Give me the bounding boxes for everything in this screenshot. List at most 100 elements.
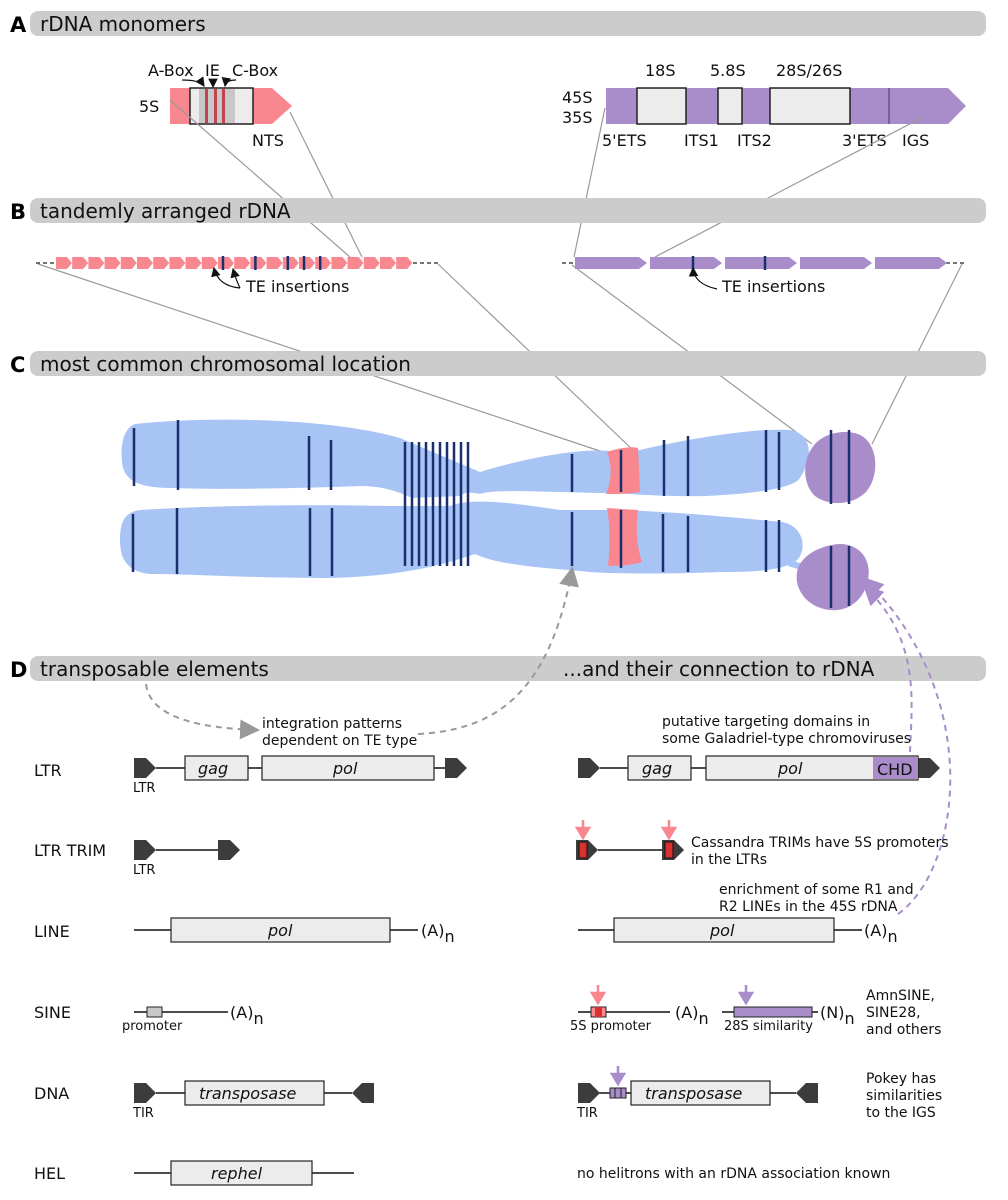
- 5s-label: 5S: [139, 97, 159, 116]
- line-polya-r: (A)n: [864, 921, 898, 946]
- 5s-repeat-unit: [234, 257, 251, 269]
- tir-right-r: [796, 1083, 818, 1103]
- tir-left-r: [578, 1083, 600, 1103]
- pol-label-r: pol: [777, 759, 803, 778]
- 5s-repeat-unit: [104, 257, 121, 269]
- dna-note-line3: to the IGS: [866, 1105, 936, 1121]
- integration-note-line1: integration patterns: [262, 716, 402, 732]
- sine-polya: (A)n: [230, 1003, 264, 1028]
- tir-left: [134, 1083, 156, 1103]
- 5s-locus-upper: [606, 447, 640, 494]
- panel-b-header-bar: [30, 198, 986, 223]
- dna-note-line2: similarities: [866, 1088, 942, 1104]
- 5-8s-box: [717, 87, 743, 125]
- 45s-label: 45S: [562, 88, 593, 107]
- sine-polya-r: (A)n: [675, 1003, 709, 1028]
- pink-arrow-sine: [589, 985, 607, 1006]
- chd-domain-box: [873, 757, 918, 779]
- sine-5s-promoter-core: [595, 1007, 602, 1017]
- 45s-array: [562, 256, 964, 270]
- te-pointer-5s-b: [230, 267, 241, 289]
- 5-ets-label: 5'ETS: [602, 131, 647, 150]
- 5s-repeat-unit: [201, 257, 218, 269]
- 5s-repeat-unit: [380, 257, 396, 269]
- line-pol-box-r: [613, 917, 835, 943]
- ltr-right-arrow-r: [918, 758, 940, 778]
- igs-similarity-box: [609, 1087, 627, 1099]
- 5s-repeat-unit: [250, 257, 267, 269]
- te-pointer-5s-a: [211, 266, 241, 289]
- 45s-repeat-unit: [800, 257, 872, 269]
- ltr-left-arrow-r: [578, 758, 600, 778]
- row-line: LINE pol (A)n pol (A)n enrichment of som…: [34, 882, 914, 946]
- monomer-45s: 45S 35S 18S 5.8S 28S/26S 5'ETS ITS1 ITS2…: [562, 61, 966, 150]
- 5s-repeat-unit: [396, 257, 413, 269]
- hel-row-label: HEL: [34, 1164, 65, 1183]
- sine-note-line2: SINE28,: [866, 1005, 921, 1021]
- transposase-box-r: [630, 1080, 771, 1106]
- 5s-repeat-unit: [88, 257, 105, 269]
- panel-c-title: most common chromosomal location: [40, 352, 411, 376]
- 5s-repeat-unit: [120, 257, 137, 269]
- 5s-repeat-unit: [169, 257, 186, 269]
- panel-c-header-bar: [30, 351, 986, 376]
- panel-d-header-bar: [30, 656, 986, 681]
- c-box-pointer: [221, 76, 237, 88]
- ltr-annot: LTR: [133, 781, 155, 796]
- te-insertions-label-5s: TE insertions: [245, 277, 349, 296]
- 5-8s-label: 5.8S: [710, 61, 746, 80]
- pink-arrow-trim-right: [660, 820, 678, 841]
- ltr-right-arrow: [445, 758, 467, 778]
- 45s-repeat-unit: [575, 257, 647, 269]
- 5s-repeat-unit: [137, 257, 153, 269]
- row-sine: SINE promoter (A)n 5S promoter (A)n 28S …: [34, 985, 941, 1038]
- trim-row-label: LTR TRIM: [34, 841, 106, 860]
- ie-label: IE: [205, 61, 220, 80]
- chd-arrow-to-nor: [863, 585, 913, 753]
- 5s-repeat-unit: [363, 257, 380, 269]
- sine-promoter-box: [146, 1006, 163, 1018]
- line-row-label: LINE: [34, 922, 70, 941]
- 18s-box: [636, 87, 687, 125]
- line-pol-label: pol: [267, 921, 293, 940]
- ltr-note-line2: some Galadriel-type chromoviruses: [662, 731, 911, 747]
- tir-annot-r: TIR: [576, 1106, 598, 1121]
- panel-c: C most common chromosomal location: [10, 351, 986, 611]
- pink-arrow-trim-left: [574, 820, 592, 841]
- transposase-box: [184, 1080, 325, 1106]
- row-ltr: LTR gag pol LTR gag pol CHD putative tar…: [34, 714, 940, 796]
- gag-box: [184, 755, 249, 781]
- monomer-5s: 5S A-Box IE C-Box NTS: [139, 61, 292, 150]
- panel-a-letter: A: [10, 13, 27, 37]
- 5s-repeat-unit: [72, 257, 89, 269]
- 5s-repeat-unit: [299, 257, 315, 269]
- line-pol-label-r: pol: [709, 921, 735, 940]
- integration-note-line2: dependent on TE type: [262, 733, 417, 749]
- 5s-locus-lower: [607, 508, 642, 566]
- sine-5s-promoter-label: 5S promoter: [570, 1019, 652, 1034]
- integration-arrow-to-chromosome: [417, 566, 579, 735]
- its1-label: ITS1: [684, 131, 719, 150]
- 5s-promoter-right: [664, 841, 674, 859]
- sine-note-line3: and others: [866, 1022, 941, 1038]
- nor-satellite-upper: [805, 432, 876, 504]
- ie-mark: [214, 89, 217, 123]
- c-box-mark: [222, 89, 225, 123]
- chromatid-upper: [121, 419, 809, 498]
- trim-note-line2: in the LTRs: [691, 852, 767, 868]
- panel-b-letter: B: [10, 200, 26, 224]
- line-polya: (A)n: [421, 921, 455, 946]
- panel-a: A rDNA monomers 5S A-Box IE C-Box NTS: [10, 11, 986, 150]
- 5s-promoter-left: [578, 841, 588, 859]
- trim-left-ltr: [134, 840, 156, 860]
- 5s-repeat-unit: [153, 257, 170, 269]
- sine-28s-similarity-label: 28S similarity: [724, 1019, 813, 1034]
- trim-right-ltr: [218, 840, 240, 860]
- panel-d-title-left: transposable elements: [40, 657, 269, 681]
- trim-note-line1: Cassandra TRIMs have 5S promoters: [691, 835, 949, 851]
- 5s-repeat-unit: [218, 257, 234, 269]
- purple-arrow-sine: [737, 985, 755, 1006]
- 45s-repeat-unit: [725, 257, 797, 269]
- ltr-note-line1: putative targeting domains in: [662, 714, 870, 730]
- 5s-repeat-unit: [315, 257, 332, 269]
